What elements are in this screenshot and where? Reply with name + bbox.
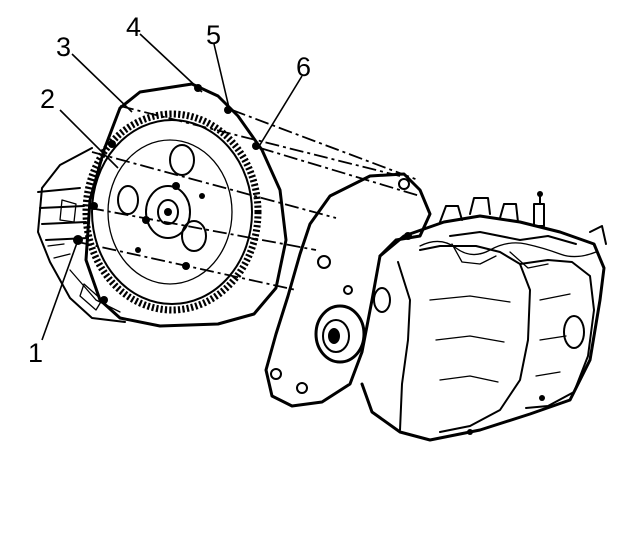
callout-5: 5 bbox=[206, 20, 221, 50]
leader-line-3 bbox=[71, 53, 133, 113]
leader-line-5 bbox=[213, 43, 231, 113]
callout-3: 3 bbox=[56, 32, 71, 62]
alignment-lines bbox=[77, 105, 421, 291]
transaxle bbox=[264, 172, 607, 442]
leader-lines bbox=[41, 33, 303, 341]
callout-numbers: 1 2 3 4 5 6 bbox=[28, 12, 311, 368]
leader-line-2 bbox=[59, 109, 119, 169]
leader-line-4 bbox=[139, 33, 203, 93]
callout-4: 4 bbox=[126, 12, 141, 42]
callout-2: 2 bbox=[40, 84, 55, 114]
engine-block bbox=[37, 147, 126, 323]
leader-line-1 bbox=[41, 239, 79, 341]
leader-line-6 bbox=[257, 75, 303, 149]
flywheel-housing bbox=[84, 82, 288, 328]
callout-1: 1 bbox=[28, 338, 43, 368]
callout-6: 6 bbox=[296, 52, 311, 82]
flywheel bbox=[82, 110, 262, 314]
